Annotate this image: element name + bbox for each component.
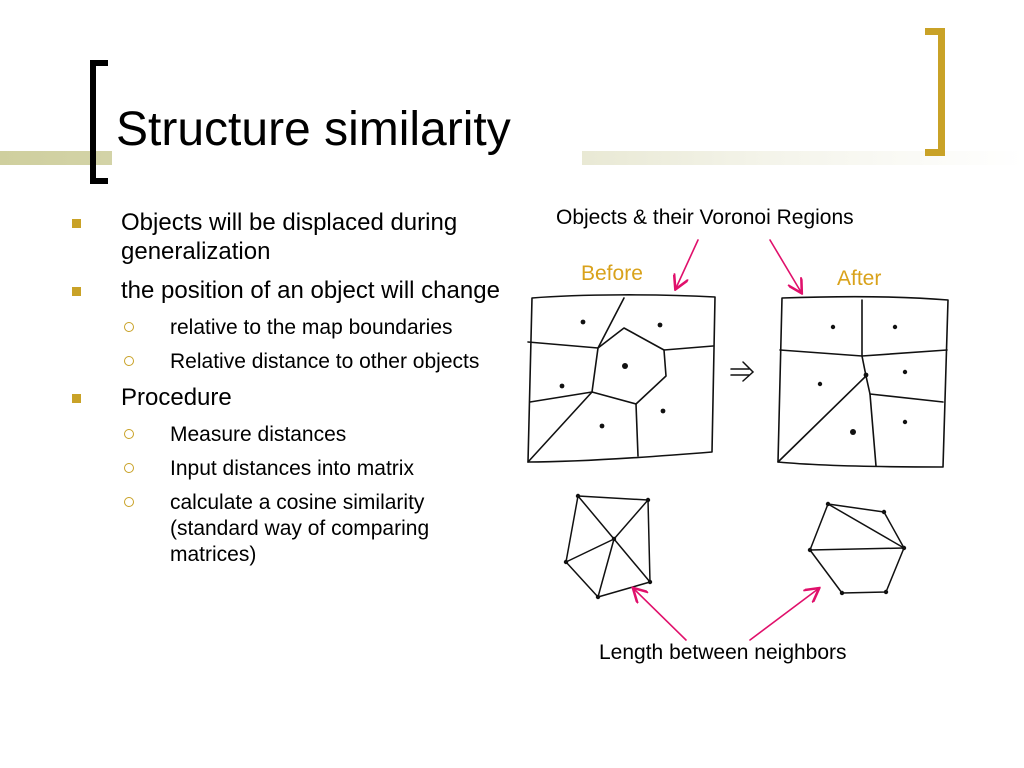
sub-bullet-text: relative to the map boundaries [170, 316, 453, 339]
bullet-text: Procedure [121, 384, 232, 411]
neighbors-caption: Length between neighbors [599, 641, 847, 664]
sub-bullet-item: Input distances into matrix [72, 456, 502, 482]
circle-bullet-icon [124, 322, 134, 332]
before-graph-nodes [563, 493, 653, 600]
bullet-item: Procedure [72, 383, 502, 412]
sub-bullet-item: Measure distances [72, 422, 502, 448]
arrow-to-after-diagram [769, 239, 801, 292]
arrow-to-before-diagram [676, 239, 699, 288]
bullet-item: Objects will be displaced during general… [72, 208, 502, 266]
before-neighbor-graph [565, 495, 651, 598]
after-label: After [837, 267, 882, 290]
sub-bullet-item: calculate a cosine similarity (standard … [72, 490, 502, 568]
after-voronoi-diagram [777, 295, 949, 468]
after-graph-nodes [807, 501, 907, 596]
arrow-to-after-graph [749, 589, 818, 641]
slide-title: Structure similarity [116, 103, 511, 156]
sub-bullet-text: Measure distances [170, 423, 347, 446]
voronoi-caption: Objects & their Voronoi Regions [556, 206, 854, 229]
left-bracket-decoration [90, 60, 108, 184]
bullet-item: the position of an object will change [72, 276, 502, 305]
before-label: Before [581, 262, 643, 285]
square-bullet-icon [72, 394, 81, 403]
right-bracket-decoration [925, 28, 945, 156]
before-object-points [559, 319, 666, 429]
after-object-points [817, 324, 908, 435]
sub-bullet-text: Relative distance to other objects [170, 350, 480, 373]
bullet-list: Objects will be displaced during general… [72, 208, 502, 576]
arrow-to-before-graph [634, 589, 687, 641]
implies-arrow-icon [730, 361, 755, 382]
pointer-arrows [634, 239, 818, 641]
square-bullet-icon [72, 287, 81, 296]
bullet-text: Objects will be displaced during general… [121, 209, 458, 265]
after-neighbor-graph [809, 503, 905, 594]
circle-bullet-icon [124, 356, 134, 366]
circle-bullet-icon [124, 463, 134, 473]
sub-bullet-item: Relative distance to other objects [72, 349, 502, 375]
sub-bullet-text: Input distances into matrix [170, 457, 414, 480]
circle-bullet-icon [124, 497, 134, 507]
title-backing [112, 146, 582, 170]
square-bullet-icon [72, 219, 81, 228]
bullet-text: the position of an object will change [121, 277, 500, 304]
before-voronoi-diagram [527, 294, 716, 463]
sub-bullet-item: relative to the map boundaries [72, 315, 502, 341]
circle-bullet-icon [124, 429, 134, 439]
sub-bullet-text: calculate a cosine similarity (standard … [170, 491, 430, 566]
